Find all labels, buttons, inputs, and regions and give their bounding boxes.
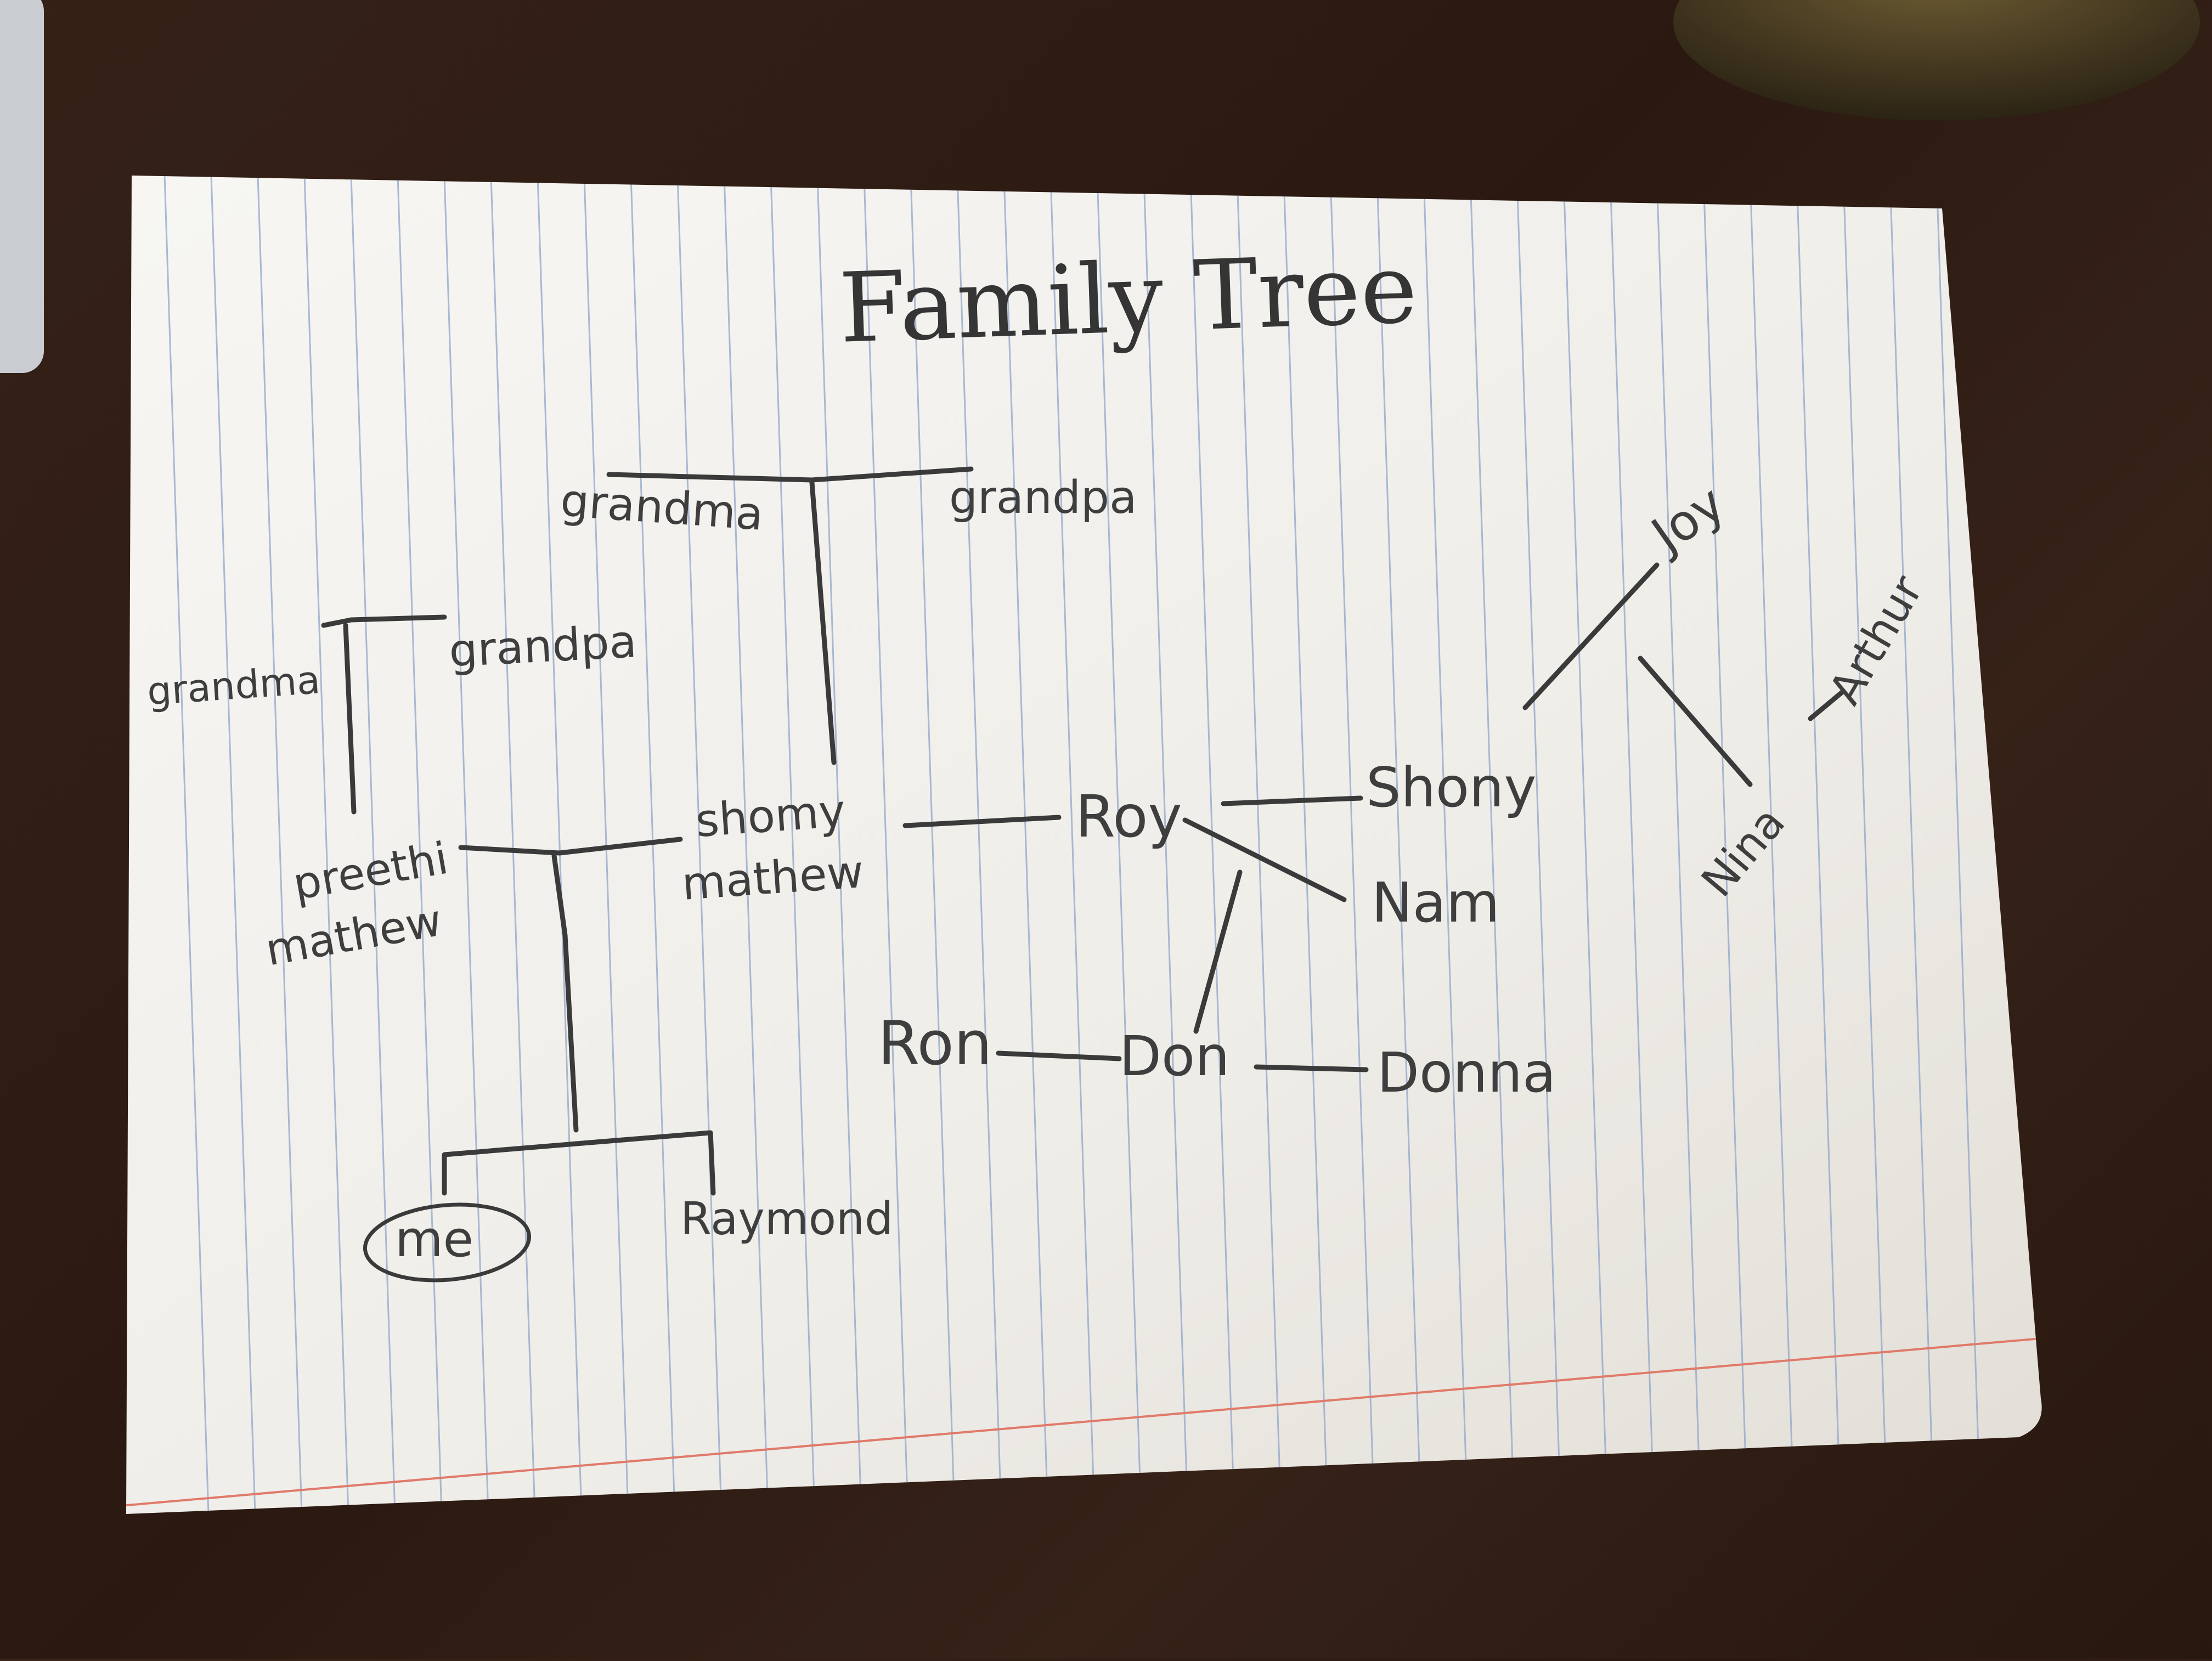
roy-shony-line: [1221, 795, 1363, 806]
nina-line: [1638, 656, 1753, 787]
joy-line: [1522, 562, 1660, 710]
brass-bowl: [1673, 0, 2200, 121]
me-circle: [363, 1202, 532, 1283]
tree-connectors: [321, 466, 1846, 1196]
raymond: Raymond: [680, 1193, 893, 1245]
roy-don-line: [1193, 869, 1243, 1034]
grandpa-top: grandpa: [949, 472, 1137, 524]
top-grandparents-line: [606, 466, 974, 483]
don-donna-line: [1254, 1064, 1369, 1072]
children-bar: [442, 1130, 716, 1196]
notebook-paper: [126, 176, 2042, 1514]
don: Don: [1119, 1024, 1230, 1088]
top-descent-line: [809, 480, 837, 765]
parents-marriage-line: [458, 837, 683, 856]
ron: Ron: [878, 1008, 992, 1078]
roy-nam-line: [1182, 817, 1347, 902]
white-device: [0, 0, 44, 373]
left-descent-line: [343, 623, 357, 815]
left-grandparents-line: [321, 614, 447, 628]
me: me: [395, 1211, 473, 1268]
margin-line: [126, 1337, 2041, 1507]
shomy-line1: shomy: [694, 785, 847, 848]
donna: Donna: [1377, 1041, 1556, 1105]
roy: Roy: [1075, 783, 1182, 850]
shomy-roy-line: [902, 815, 1062, 828]
ruled-lines: [126, 176, 2041, 1514]
shomy-line2: mathew: [680, 846, 866, 911]
title: Family Tree: [837, 233, 1419, 365]
nam: Nam: [1372, 871, 1500, 935]
parents-descent-line: [551, 853, 579, 1133]
shony: Shony: [1366, 755, 1537, 820]
ron-don-line: [996, 1050, 1122, 1061]
grandpa-left: grandpa: [448, 615, 638, 677]
arthur-line: [1808, 688, 1846, 721]
